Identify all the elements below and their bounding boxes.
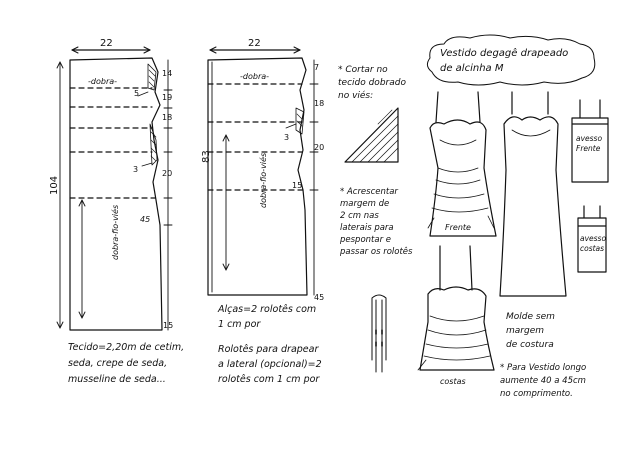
front-dim-label: 14 [162, 69, 172, 78]
back-length-label: 83 [201, 150, 212, 163]
middle-dress-sketch [499, 91, 567, 297]
avesso-frente-panel [571, 99, 609, 183]
front-fold-label: -dobra- [88, 77, 117, 86]
front-dim-label: 45 [140, 215, 150, 224]
back-dim-label: 45 [314, 293, 324, 302]
fabric-note: Tecido=2,20m de cetim, seda, crepe de se… [68, 342, 185, 385]
back-dim-label: 18 [314, 99, 324, 108]
back-dress-sketch [419, 245, 495, 371]
front-pattern-outline [69, 57, 163, 331]
back-grain-label: dobra-fio-viés [258, 153, 268, 208]
front-dress-sketch [429, 91, 497, 237]
avesso-frente-label: avesso Frente [576, 134, 603, 153]
back-width-label: 22 [248, 38, 261, 49]
back-dim-label: 7 [314, 63, 319, 72]
avesso-costas-label: avesso costas [580, 234, 607, 253]
front-width-label: 22 [100, 38, 113, 49]
cut-note: * Cortar no tecido dobrado no viés: [338, 65, 406, 101]
front-label: Frente [445, 223, 471, 232]
back-fold-label: -dobra- [240, 72, 269, 81]
margin-note: * Acrescentar margem de 2 cm nas laterai… [340, 187, 413, 257]
front-grain-label: dobra-fio-viés [110, 205, 120, 260]
back-mark-label: 3 [284, 133, 289, 142]
rolotes-note: Rolotês para drapear a lateral (opcional… [218, 344, 322, 385]
long-dress-note: * Para Vestido longo aumente 40 a 45cm n… [500, 363, 587, 399]
back-pattern-outline [207, 57, 308, 296]
front-dim-label: 20 [162, 169, 172, 178]
title: Vestido degagê drapeado de alcinha M [440, 48, 569, 74]
front-dim-label: 19 [162, 93, 172, 102]
rolote-sketch [371, 294, 387, 373]
back-label: costas [440, 377, 466, 386]
front-mark-label: 3 [133, 165, 138, 174]
back-dim-label: 15 [292, 181, 302, 190]
front-length-label: 104 [49, 176, 60, 195]
avesso-costas-panel [577, 205, 607, 273]
front-mark-label: 5 [134, 89, 139, 98]
mold-note: Molde sem margem de costura [506, 312, 555, 350]
back-hatch [295, 107, 305, 135]
bias-triangle [344, 107, 399, 163]
straps-note: Alças=2 rolotês com 1 cm por [218, 304, 317, 330]
front-dim-label: 15 [163, 321, 173, 330]
title-cloud [426, 34, 596, 86]
back-dim-label: 20 [314, 143, 324, 152]
front-hatch-top [147, 63, 157, 91]
front-dim-label: 18 [162, 113, 172, 122]
